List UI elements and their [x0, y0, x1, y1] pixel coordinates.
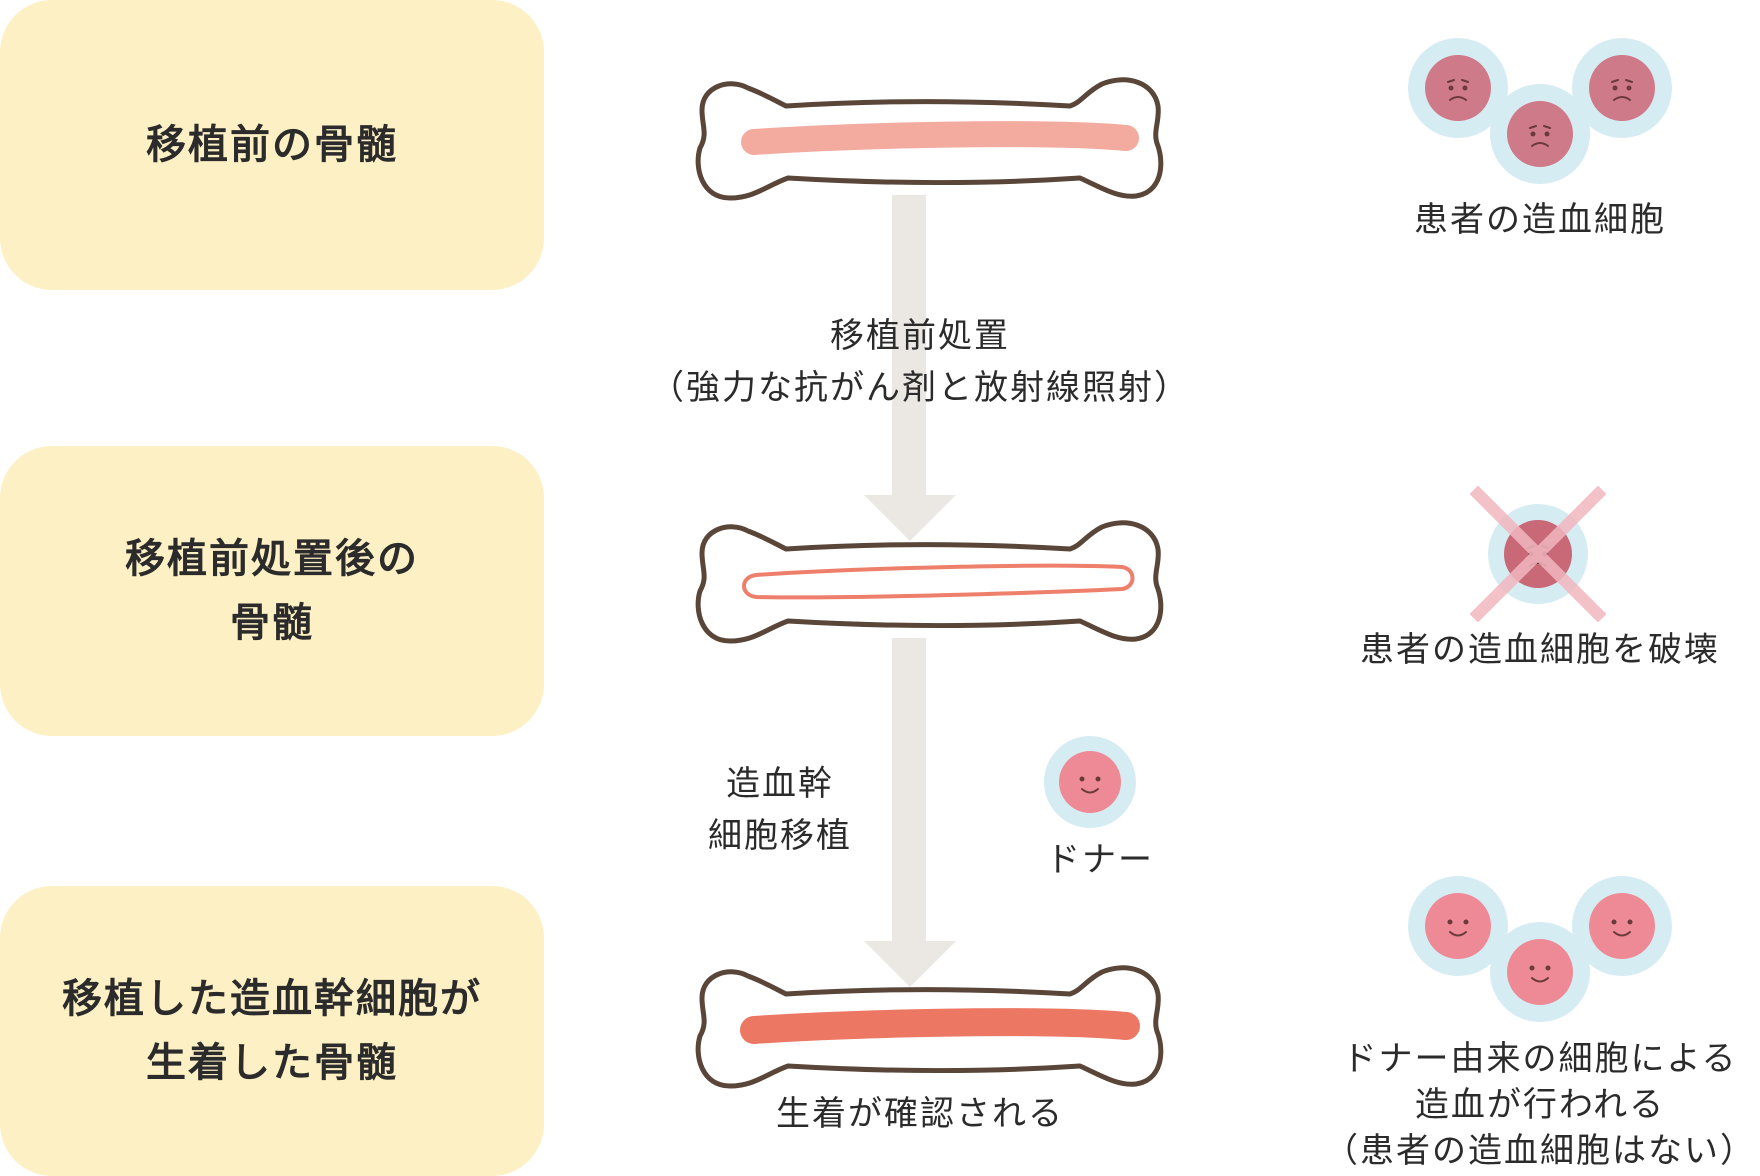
caption-line: （患者の造血細胞はない）: [1324, 1131, 1756, 1171]
donor-derived-cells-icon: [1408, 876, 1672, 1022]
patient-cells-icon: [1408, 38, 1672, 184]
stage-after-conditioning: 移植前処置後の 骨髄: [0, 446, 544, 736]
conditioning-detail: （強力な抗がん剤と放射線照射）: [650, 368, 1190, 408]
patient-cells-label: 患者の造血細胞: [1414, 200, 1666, 240]
destroyed-label: 患者の造血細胞を破壊: [1360, 630, 1720, 670]
stage-engrafted: 移植した造血幹細胞が 生着した骨髄: [0, 886, 544, 1176]
donor-hematopoiesis-label: ドナー由来の細胞による 造血が行われる （患者の造血細胞はない）: [1290, 1036, 1760, 1174]
cross-icon: [1470, 486, 1606, 622]
transplant-line: 造血幹: [726, 764, 834, 804]
bone-after-conditioning-icon: [695, 520, 1164, 644]
transplant-line: 細胞移植: [708, 816, 852, 856]
bone-engrafted-icon: [695, 965, 1164, 1089]
stage-label: 移植した造血幹細胞が: [62, 976, 482, 1022]
stage-label: 骨髄: [230, 600, 314, 646]
down-arrow-icon: [864, 195, 956, 541]
transplant-label: 造血幹 細胞移植: [660, 758, 900, 862]
stage-before-transplant: 移植前の骨髄: [0, 0, 544, 290]
conditioning-title: 移植前処置: [830, 316, 1010, 356]
bone-before-icon: [695, 77, 1164, 201]
destroyed-cell-icon: [1470, 486, 1606, 622]
donor-cell-icon: [1044, 736, 1136, 828]
stage-label: 生着した骨髄: [146, 1040, 398, 1086]
engraftment-label: 生着が確認される: [776, 1094, 1064, 1134]
conditioning-label: 移植前処置 （強力な抗がん剤と放射線照射）: [600, 310, 1240, 414]
stage-label: 移植前処置後の: [125, 536, 419, 582]
donor-label: ドナー: [1046, 840, 1154, 880]
caption-line: 造血が行われる: [1414, 1085, 1666, 1125]
caption-line: ドナー由来の細胞による: [1342, 1039, 1738, 1079]
stage-label: 移植前の骨髄: [146, 122, 398, 168]
down-arrow-icon: [864, 638, 956, 987]
